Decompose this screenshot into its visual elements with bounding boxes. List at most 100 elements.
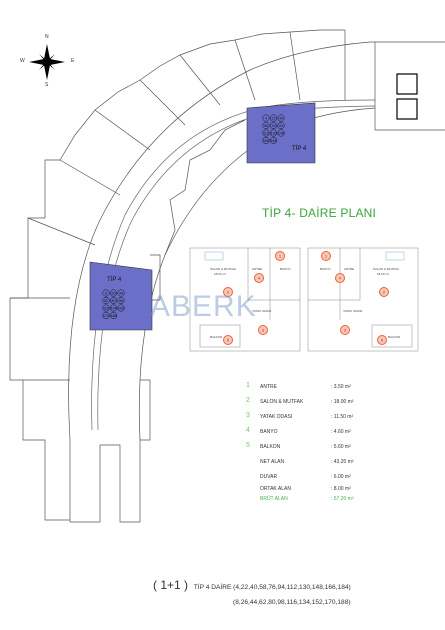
room-yatak-left: YATAK ODASI — [252, 309, 272, 313]
room-number-marker — [340, 325, 350, 335]
unit-number-circle — [262, 122, 270, 129]
unit-number: 26 — [112, 292, 116, 296]
unit-number-circle — [277, 129, 285, 137]
unit-number: 188 — [111, 314, 117, 318]
unit-number-circle — [270, 137, 277, 144]
unit-number-circle — [110, 312, 117, 319]
unit-number-circle — [117, 304, 125, 312]
room-number-marker — [377, 335, 387, 345]
unit-number: 76 — [272, 124, 276, 128]
footer-type: ( 1+1 ) — [153, 578, 189, 592]
stair-square — [396, 98, 418, 120]
unit-number-circle — [102, 297, 110, 304]
room-salon-left-area: 18.00 m² — [214, 272, 226, 276]
compass-north: N — [45, 34, 49, 40]
room-number-markers: 2 4 3 5 1 2 4 3 5 1 — [223, 251, 389, 345]
unit-number: 8 — [105, 292, 107, 296]
unit-number-circle — [110, 297, 117, 304]
stair-square — [396, 73, 418, 95]
room-salon-right: SALON & MUTFAK — [373, 267, 399, 271]
unit-number-circle — [277, 122, 285, 129]
unit-number-circle — [110, 289, 117, 297]
plan-title: TİP 4- DAİRE PLANI — [262, 206, 377, 220]
room-number: 4 — [258, 276, 261, 281]
footer-units-1: TİP 4 DAİRE (4,22,40,58,76,94,112,130,14… — [193, 584, 351, 591]
room-number: 1 — [279, 254, 282, 259]
room-number-marker — [258, 325, 268, 335]
unit-number: 170 — [103, 314, 109, 318]
compass-south: S — [45, 82, 49, 88]
unit-number: 130 — [271, 132, 277, 136]
footer-units-2: (8,26,44,62,80,98,116,134,152,170,188) — [233, 599, 351, 606]
unit-label-lower: TİP 4 — [107, 276, 122, 283]
room-balkon-right: BALKON — [388, 335, 400, 339]
room-number: 2 — [383, 290, 386, 295]
room-number: 4 — [339, 276, 342, 281]
room-number: 3 — [344, 328, 347, 333]
unit-number-circle — [117, 297, 125, 304]
room-balkon-left: BALKON — [210, 335, 222, 339]
unit-number: 40 — [279, 117, 283, 121]
room-number-marker — [379, 287, 389, 297]
unit-number: 94 — [279, 124, 283, 128]
unit-number-circle — [117, 289, 125, 297]
room-salon-left: SALON & MUTFAK — [210, 267, 236, 271]
room-number: 1 — [325, 254, 328, 259]
unit-number: 116 — [103, 307, 109, 311]
floor-plan — [189, 247, 419, 352]
unit-number-circle — [262, 137, 270, 144]
room-number-marker — [223, 335, 233, 345]
compass-east: E — [71, 58, 75, 64]
unit-number-circle — [102, 289, 110, 297]
room-number: 5 — [381, 338, 384, 343]
room-banyo-left: BANYO — [280, 267, 291, 271]
unit-number: 62 — [104, 299, 108, 303]
unit-number: 134 — [111, 307, 117, 311]
unit-number-circle — [262, 129, 270, 137]
unit-label-upper: TİP 4 — [292, 145, 307, 152]
unit-number: 184 — [271, 139, 277, 143]
unit-number-circle — [270, 122, 277, 129]
unit-number-circle — [102, 304, 110, 312]
room-banyo-right: BANYO — [320, 267, 331, 271]
room-number: 5 — [227, 338, 230, 343]
watermark: ABERK — [150, 290, 257, 323]
unit-number: 58 — [264, 124, 268, 128]
legend-row: NET ALAN: 43.20 m² — [260, 459, 354, 465]
room-number: 2 — [227, 290, 230, 295]
room-salon-right-area: 18.00 m² — [377, 272, 389, 276]
legend-row: ORTAK ALAN: 8.00 m² — [260, 486, 351, 492]
footer-line-1: ( 1+1 ) TİP 4 DAİRE (4,22,40,58,76,94,11… — [153, 578, 351, 592]
unit-number: 152 — [118, 307, 124, 311]
unit-number-circle — [277, 114, 285, 122]
unit-number: 112 — [263, 132, 269, 136]
unit-number: 98 — [119, 299, 123, 303]
unit-number: 80 — [112, 299, 116, 303]
unit-number-circle — [102, 312, 110, 319]
compass-west: W — [20, 58, 25, 64]
unit-number-circle — [110, 304, 117, 312]
unit-number-circle — [270, 129, 277, 137]
legend-row: DUVAR: 6.00 m² — [260, 474, 351, 480]
unit-number: 22 — [272, 117, 276, 121]
compass-rose-icon — [29, 44, 65, 80]
unit-highlight-upper — [246, 102, 316, 164]
room-yatak-right: YATAK ODASI — [343, 309, 363, 313]
room-number-marker — [321, 251, 331, 261]
legend-row: BRÜT ALAN: 57.20 m² — [260, 496, 354, 502]
unit-number-circle — [270, 114, 277, 122]
unit-number-circle — [262, 114, 270, 122]
unit-number: 166 — [263, 139, 269, 143]
room-number: 3 — [262, 328, 265, 333]
room-number-marker — [275, 251, 285, 261]
room-number-marker — [223, 287, 233, 297]
unit-number: 4 — [265, 117, 267, 121]
room-antre-right: ANTRE — [344, 267, 354, 271]
